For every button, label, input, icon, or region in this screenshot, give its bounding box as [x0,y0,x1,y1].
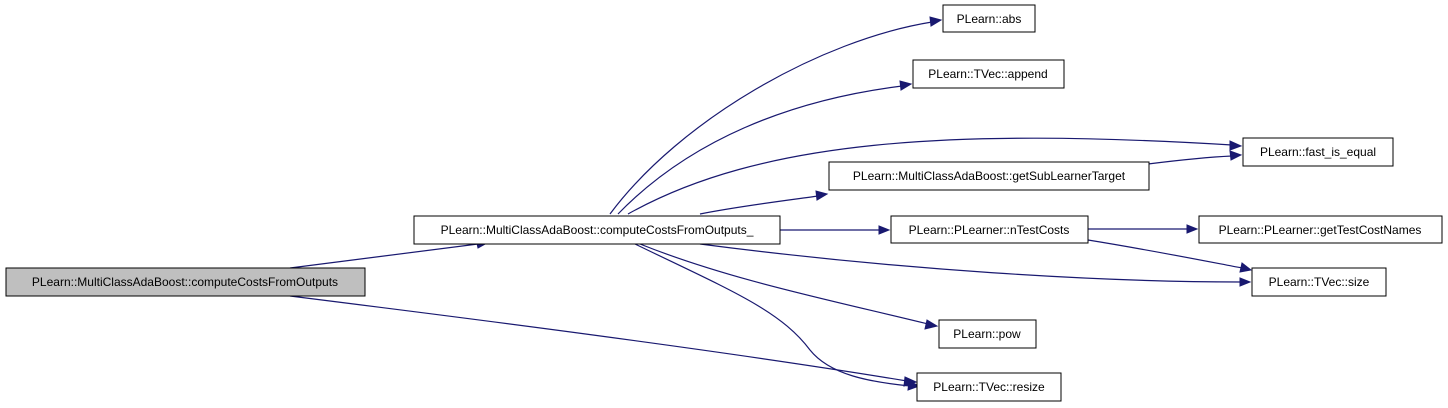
edge-compute-to-fast-is-equal [627,137,1243,215]
node-root-label: PLearn::MultiClassAdaBoost::computeCosts… [32,275,338,289]
edge-compute-to-abs [609,16,943,215]
node-append-label: PLearn::TVec::append [928,67,1047,81]
edge-getsublearnertarget-to-fast-is-equal [1147,150,1243,165]
node-gettestcostnames[interactable]: PLearn::PLearner::getTestCostNames [1198,215,1443,244]
node-fast-is-equal[interactable]: PLearn::fast_is_equal [1242,137,1394,167]
node-ntestcosts[interactable]: PLearn::PLearner::nTestCosts [890,215,1089,244]
edge-root-to-resize [289,295,918,387]
node-fast-is-equal-label: PLearn::fast_is_equal [1260,145,1376,159]
edge-compute-to-resize [634,243,921,391]
node-abs[interactable]: PLearn::abs [942,4,1036,33]
node-resize-label: PLearn::TVec::resize [933,380,1045,394]
node-size-label: PLearn::TVec::size [1269,275,1370,289]
node-abs-label: PLearn::abs [957,12,1022,26]
node-getsublearnertarget-label: PLearn::MultiClassAdaBoost::getSubLearne… [853,169,1126,183]
node-ntestcosts-label: PLearn::PLearner::nTestCosts [909,223,1070,237]
edge-compute-to-size [699,243,1252,287]
node-size[interactable]: PLearn::TVec::size [1251,267,1387,297]
node-append[interactable]: PLearn::TVec::append [912,59,1065,89]
edge-compute-to-pow [639,243,939,330]
node-compute-label: PLearn::MultiClassAdaBoost::computeCosts… [441,223,754,237]
edge-compute-to-getsublearnertarget [699,190,829,215]
edge-compute-to-ntestcosts [780,225,891,235]
node-pow[interactable]: PLearn::pow [938,319,1037,349]
edge-ntestcosts-to-size [1087,239,1253,273]
node-resize[interactable]: PLearn::TVec::resize [916,372,1062,402]
node-pow-label: PLearn::pow [953,327,1021,341]
node-getsublearnertarget[interactable]: PLearn::MultiClassAdaBoost::getSubLearne… [828,161,1150,191]
edge-compute-to-append [617,80,913,215]
node-gettestcostnames-label: PLearn::PLearner::getTestCostNames [1219,223,1422,237]
node-compute-costs-from-outputs-underscore[interactable]: PLearn::MultiClassAdaBoost::computeCosts… [413,215,781,245]
edge-ntestcosts-to-gettestcostnames [1088,224,1199,234]
node-root[interactable]: PLearn::MultiClassAdaBoost::computeCosts… [5,267,366,297]
